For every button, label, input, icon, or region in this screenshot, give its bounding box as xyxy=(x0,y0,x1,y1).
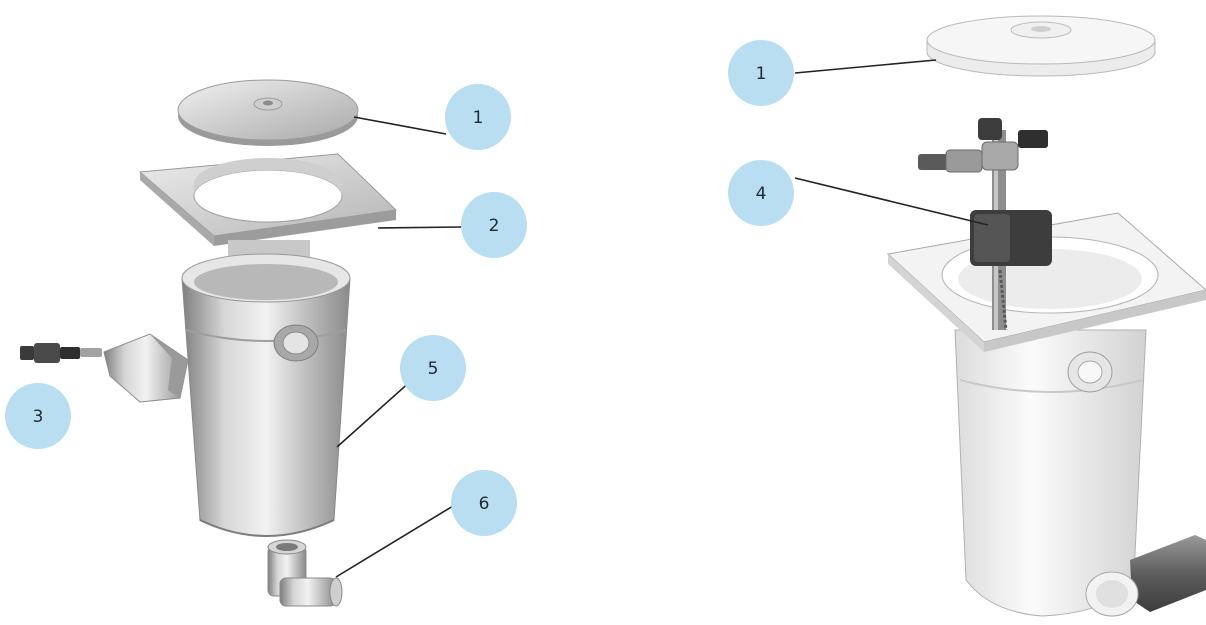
callout-left-3-label: 3 xyxy=(33,407,44,427)
callout-left-5: 5 xyxy=(400,335,466,401)
callout-right-4: 4 xyxy=(728,160,794,226)
left-square-frame xyxy=(140,154,396,258)
left-assembly xyxy=(20,80,396,606)
leader-lines xyxy=(336,60,988,577)
left-elbow-fitting xyxy=(268,540,342,606)
callout-left-2: 2 xyxy=(461,192,527,258)
leader-line-left-2 xyxy=(378,227,462,228)
callout-left-6: 6 xyxy=(451,470,517,536)
leader-line-left-1 xyxy=(354,117,446,134)
callout-left-1-label: 1 xyxy=(473,108,484,128)
leader-line-right-4 xyxy=(795,178,988,225)
callout-left-1: 1 xyxy=(445,84,511,150)
callout-left-6-label: 6 xyxy=(479,494,490,514)
left-lid-disc xyxy=(178,80,358,146)
callout-left-3: 3 xyxy=(5,383,71,449)
right-assembly xyxy=(888,16,1206,616)
left-cylinder-body xyxy=(182,254,350,536)
callout-right-4-label: 4 xyxy=(756,184,767,204)
callout-left-2-label: 2 xyxy=(489,216,500,236)
right-lid-disc xyxy=(927,16,1155,76)
callout-right-1-label: 1 xyxy=(756,64,767,84)
leader-line-right-1 xyxy=(795,60,936,73)
callout-left-5-label: 5 xyxy=(428,359,439,379)
callout-right-1: 1 xyxy=(728,40,794,106)
callouts: 1 2 3 5 6 1 4 xyxy=(5,40,794,536)
leader-line-left-6 xyxy=(336,506,453,577)
leader-line-left-5 xyxy=(337,380,412,447)
